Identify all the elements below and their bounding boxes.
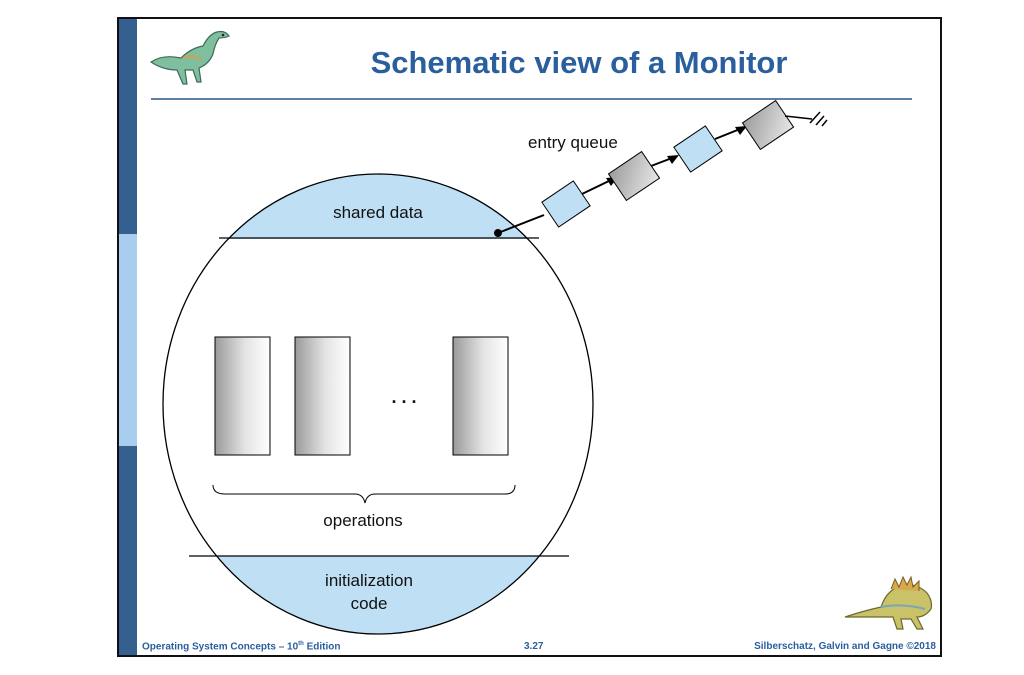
sidebar-band-middle: [119, 234, 137, 446]
dinosaur-footer-icon: [844, 575, 933, 630]
entry-queue-label: entry queue: [528, 133, 618, 152]
sidebar-band-top: [119, 19, 137, 234]
operations-brace: [212, 484, 516, 504]
queue-item: [741, 99, 795, 151]
page-title: Schematic view of a Monitor: [370, 45, 788, 80]
operations-label: operations: [323, 511, 402, 530]
dinosaur-logo-icon: [149, 30, 230, 85]
initialization-label: initialization: [325, 571, 413, 590]
footer-book-title: Operating System Concepts – 10th Edition: [142, 641, 341, 653]
queue-item: [541, 180, 591, 228]
footer-page-number: 3.27: [524, 641, 544, 652]
operation-box: [452, 336, 509, 456]
operation-box: [214, 336, 271, 456]
code-label: code: [351, 594, 388, 613]
null-terminator-icon: [809, 111, 821, 124]
operation-box: [294, 336, 351, 456]
title-divider: [151, 98, 912, 100]
monitor-diagram: shared data entry queue . . . operations…: [162, 99, 828, 635]
sidebar-band-bottom: [119, 446, 137, 655]
slide: Schematic view of a Monitor: [117, 17, 942, 657]
shared-data-label: shared data: [333, 203, 423, 222]
monitor-boundary: [162, 173, 594, 635]
queue-item: [673, 125, 723, 173]
ellipsis-label: . . .: [391, 387, 416, 407]
footer-copyright: Silberschatz, Galvin and Gagne ©2018: [754, 641, 936, 652]
queue-item: [607, 150, 661, 202]
